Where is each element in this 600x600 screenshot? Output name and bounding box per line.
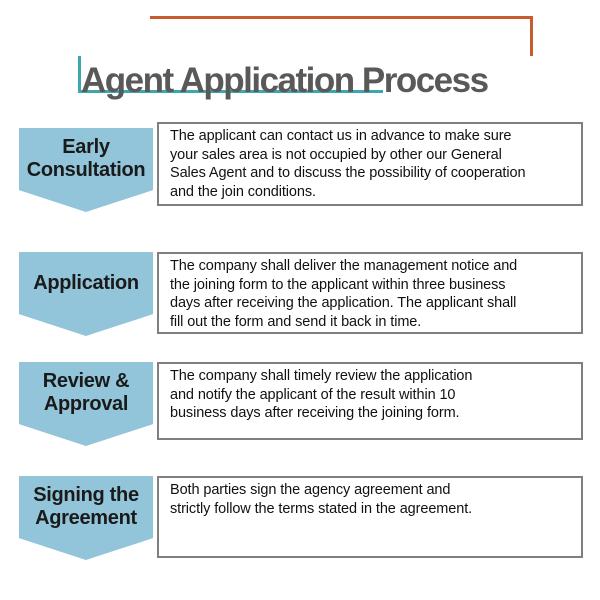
step-label: Early Consultation bbox=[26, 136, 146, 181]
step-arrow-shape: Application bbox=[19, 252, 153, 336]
step-arrow-shape: Early Consultation bbox=[19, 128, 153, 212]
step-label: Review & Approval bbox=[42, 370, 130, 415]
step-description-box: The company shall deliver the management… bbox=[157, 252, 583, 334]
step-description-box: The company shall timely review the appl… bbox=[157, 362, 583, 440]
step-description-box: The applicant can contact us in advance … bbox=[157, 122, 583, 206]
step-description: The applicant can contact us in advance … bbox=[170, 128, 526, 200]
step-description: The company shall deliver the management… bbox=[170, 258, 518, 330]
step-arrow-shape: Signing the Agreement bbox=[19, 476, 153, 560]
step-description: The company shall timely review the appl… bbox=[170, 368, 473, 421]
title-accent-bracket-bottom-left bbox=[78, 56, 383, 93]
step-label: Signing the Agreement bbox=[33, 484, 139, 529]
step-description-box: Both parties sign the agency agreement a… bbox=[157, 476, 583, 558]
step-arrow-shape: Review & Approval bbox=[19, 362, 153, 446]
step-description: Both parties sign the agency agreement a… bbox=[170, 482, 473, 517]
title-accent-bracket-top-right bbox=[150, 16, 533, 56]
step-label: Application bbox=[33, 271, 139, 294]
page-title: Agent Application Process bbox=[81, 61, 489, 101]
